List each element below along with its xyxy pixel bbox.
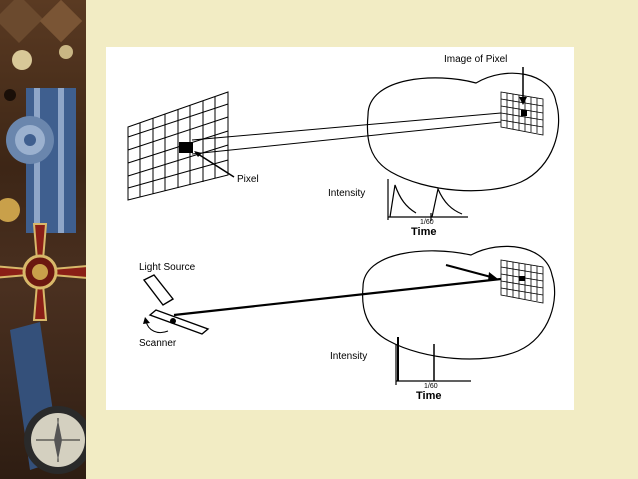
- light-source-device: [142, 274, 210, 335]
- tick-label-bottom: 1/60: [424, 383, 438, 390]
- time-label-top: Time: [411, 226, 437, 238]
- highlighted-pixel: [179, 142, 193, 153]
- eye-outline-bottom: [362, 245, 556, 360]
- image-of-pixel-label: Image of Pixel: [444, 54, 508, 65]
- pixel-label: Pixel: [237, 174, 259, 185]
- pixel-screen-grid: [127, 91, 229, 201]
- display-diagram-figure: Image of Pixel Pixel Intensity 1/60 Time…: [106, 47, 574, 410]
- intensity-graph-bottom: [395, 337, 471, 385]
- scanning-diagram-graphic: [127, 67, 560, 385]
- intensity-graph-top: [387, 179, 468, 221]
- tick-label-top: 1/60: [420, 219, 434, 226]
- retina-grid-bottom: [500, 259, 544, 304]
- scanner-label: Scanner: [139, 338, 177, 349]
- medal-decoration-graphic: [0, 0, 86, 474]
- intensity-label-bottom: Intensity: [330, 351, 368, 362]
- intensity-label-top: Intensity: [328, 188, 366, 199]
- light-source-label: Light Source: [139, 262, 196, 273]
- decorative-image-strip: [0, 0, 86, 479]
- eye-outline-top: [366, 72, 560, 192]
- time-label-bottom: Time: [416, 390, 442, 402]
